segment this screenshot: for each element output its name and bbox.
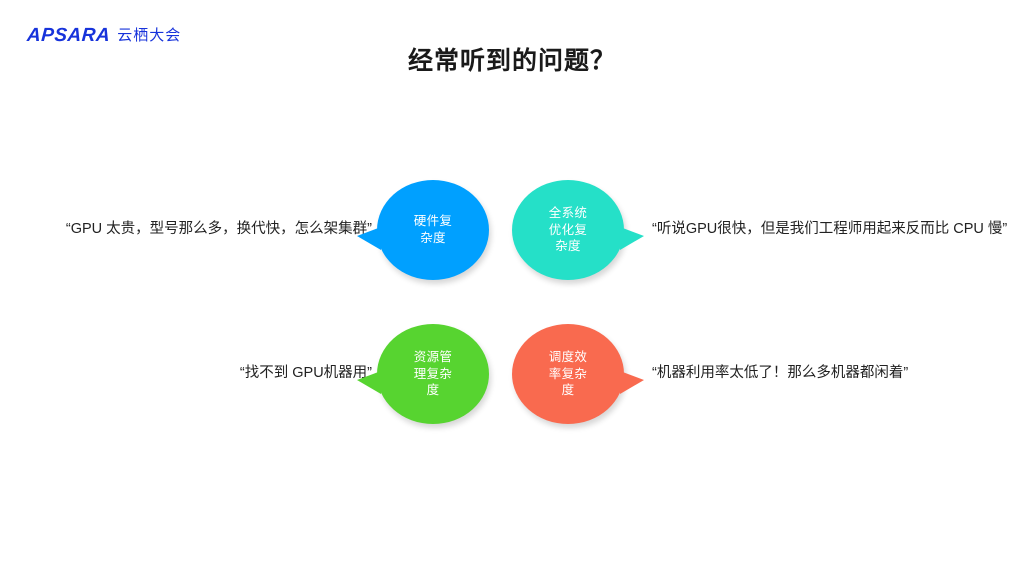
speech-bubble-resource-management-complexity[interactable]: 资源管理复杂度 [357, 324, 489, 424]
quote-hardware-complexity: “GPU 太贵，型号那么多，换代快，怎么架集群” [65, 221, 372, 238]
bubble-row-top: “GPU 太贵，型号那么多，换代快，怎么架集群” 硬件复杂度 全系统优化复杂度 … [0, 170, 1024, 290]
speech-bubble-label: 硬件复杂度 [413, 214, 453, 245]
apsara-logo: APSARA 云栖大会 [26, 25, 182, 46]
quote-full-system-optimization-complexity: “听说GPU很快，但是我们工程师用起来反而比 CPU 慢” [652, 221, 1008, 238]
apsara-logo-chinese-name: 云栖大会 [117, 27, 182, 44]
speech-bubble-hardware-complexity[interactable]: 硬件复杂度 [357, 180, 489, 280]
bubble-slot-resource-management-complexity: 资源管理复杂度 [357, 324, 489, 424]
page-title: 经常听到的问题？ [407, 47, 616, 75]
bubble-row-bottom: “找不到 GPU机器用” 资源管理复杂度 调度效率复杂度 “机器利用率太低了！那… [0, 314, 1024, 434]
bubble-slot-scheduling-efficiency-complexity: 调度效率复杂度 [512, 324, 644, 424]
bubble-slot-hardware-complexity: 硬件复杂度 [357, 180, 489, 280]
speech-bubble-label: 调度效率复杂度 [548, 349, 588, 398]
quote-scheduling-efficiency-complexity: “机器利用率太低了！那么多机器都闲着” [652, 365, 909, 382]
speech-bubble-scheduling-efficiency-complexity[interactable]: 调度效率复杂度 [512, 324, 644, 424]
speech-bubble-full-system-optimization-complexity[interactable]: 全系统优化复杂度 [512, 180, 644, 280]
quote-resource-management-complexity: “找不到 GPU机器用” [239, 365, 372, 382]
bubble-slot-full-system-optimization-complexity: 全系统优化复杂度 [512, 180, 644, 280]
speech-bubble-label: 资源管理复杂度 [413, 349, 453, 398]
speech-bubble-label: 全系统优化复杂度 [548, 205, 588, 254]
